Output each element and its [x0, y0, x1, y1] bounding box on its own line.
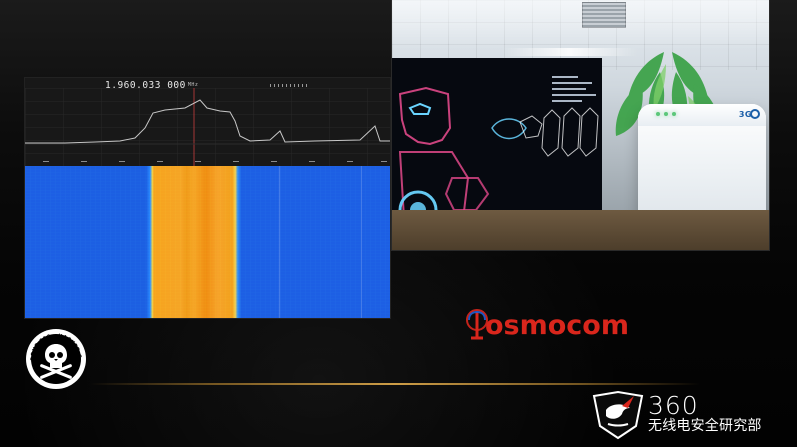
spectrum-trace	[25, 99, 390, 144]
router-led	[656, 112, 660, 116]
gold-divider	[90, 383, 700, 385]
helmet-eyes	[408, 102, 432, 115]
hud-schematic-circle	[491, 118, 527, 140]
osmocom-wordmark: osmocom	[485, 310, 629, 341]
router-led	[664, 112, 668, 116]
hud-readouts	[552, 76, 596, 102]
waterfall-view	[25, 166, 390, 318]
router-top-bar: 3G	[638, 104, 766, 126]
router-led	[672, 112, 676, 116]
unicorn-team-logo	[592, 390, 644, 440]
spectrum-axis-labels	[43, 161, 387, 162]
armor-schematics	[519, 107, 599, 157]
spectrum-grid	[25, 88, 390, 166]
router-label: 3G	[738, 110, 752, 119]
office-photo: 3G	[392, 0, 769, 250]
antenna-icon	[466, 309, 488, 340]
router-status-leds	[656, 112, 696, 118]
brand-360: 360	[648, 391, 699, 420]
waterfall-spurs	[25, 166, 390, 318]
router-brand-ring	[750, 109, 760, 119]
helmet-outline	[398, 86, 452, 146]
osmocom-logo: osmocom	[463, 307, 633, 347]
unicorn-head-icon	[606, 404, 630, 419]
signal-meter-ticks	[270, 84, 310, 87]
desk	[392, 210, 769, 250]
brand-subtitle: 无线电安全研究部	[648, 418, 762, 434]
ceiling-light	[502, 48, 637, 56]
waterfall-noise	[25, 166, 390, 318]
frequency-unit: MHz	[187, 82, 199, 88]
ceiling-vent	[582, 2, 626, 28]
skull-and-crossbones-icon	[40, 344, 72, 379]
unicorn-horn-icon	[622, 396, 634, 408]
spectrum-plot	[25, 88, 390, 166]
logo-accent	[607, 423, 629, 427]
frequency-value: 1,960.033 000	[105, 80, 186, 91]
